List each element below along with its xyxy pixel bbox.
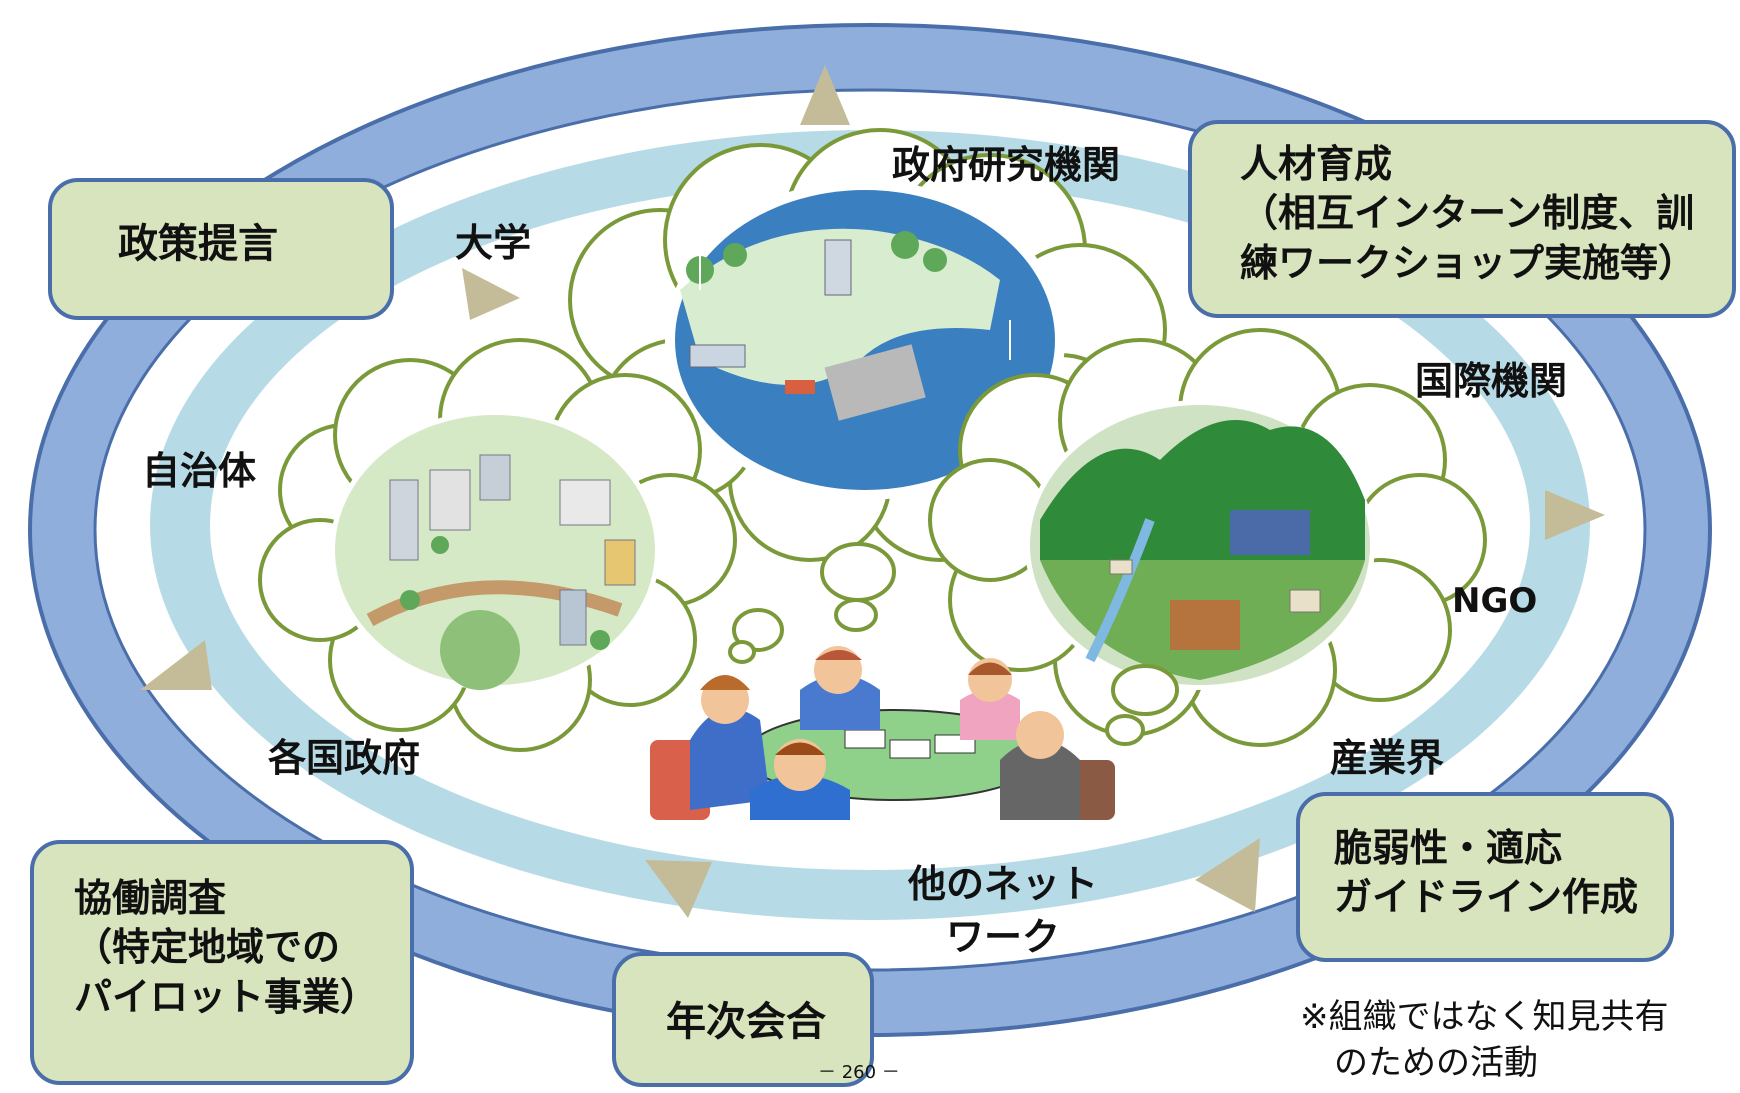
thought-bubbles xyxy=(728,542,1179,746)
triangle-arrow-icon xyxy=(1195,838,1260,912)
hr-label: 人材育成 （相互インターン制度、訓 練ワークショップ実施等） xyxy=(1240,142,1697,285)
footnote: ※組織ではなく知見共有 のための活動 xyxy=(1300,997,1669,1083)
guideline-box: 脆弱性・適応 ガイドライン作成 xyxy=(1296,792,1674,962)
triangle-arrow-icon xyxy=(800,65,850,125)
triangle-arrow-icon xyxy=(140,640,212,690)
local-gov-label: 自治体 xyxy=(142,449,257,493)
triangle-arrow-icon xyxy=(1545,490,1605,540)
policy-label: 政策提言 xyxy=(118,221,278,267)
page-number: － 260 － xyxy=(818,1062,900,1083)
guideline-label: 脆弱性・適応 ガイドライン作成 xyxy=(1334,826,1639,920)
triangle-arrow-icon xyxy=(645,860,712,918)
mountain-solar-illustration xyxy=(1030,405,1370,685)
industry-label: 産業界 xyxy=(1330,736,1445,780)
national-gov-label: 各国政府 xyxy=(268,736,421,780)
coastal-city-illustration xyxy=(675,190,1055,490)
policy-box: 政策提言 xyxy=(48,178,394,320)
meeting-people-illustration xyxy=(650,646,1115,820)
ngo-label: NGO xyxy=(1452,581,1538,621)
joint-survey-label: 協働調査 （特定地域での パイロット事業） xyxy=(74,876,379,1019)
university-label: 大学 xyxy=(455,221,532,265)
other-networks-label: 他のネット ワーク xyxy=(908,862,1099,960)
intl-org-label: 国際機関 xyxy=(1415,359,1568,403)
joint-survey-box: 協働調査 （特定地域での パイロット事業） xyxy=(30,840,414,1085)
hr-box: 人材育成 （相互インターン制度、訓 練ワークショップ実施等） xyxy=(1188,120,1736,318)
gov-research-label: 政府研究機関 xyxy=(892,143,1121,187)
triangle-arrow-icon xyxy=(462,268,520,320)
city-illustration xyxy=(335,415,655,690)
annual-meeting-box: 年次会合 xyxy=(612,952,874,1087)
annual-meeting-label: 年次会合 xyxy=(666,999,826,1045)
